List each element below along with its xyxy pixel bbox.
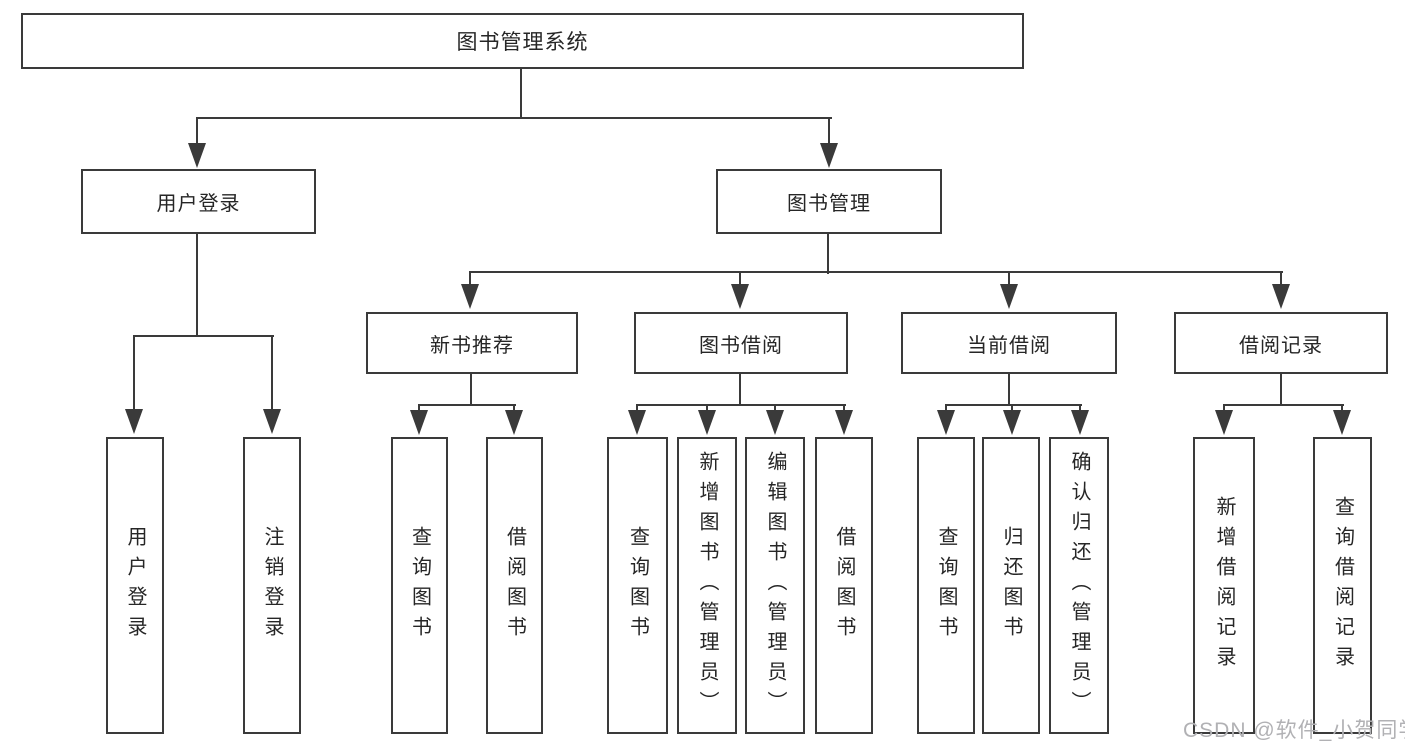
node-label: 图书借阅 bbox=[699, 334, 783, 357]
connector-line bbox=[1280, 374, 1282, 406]
node-leaf-borrowing-query-book: 查询图书 bbox=[607, 437, 668, 734]
connector-line bbox=[1223, 404, 1344, 406]
csdn-watermark: CSDN @软件_小贺同学 bbox=[1183, 719, 1405, 742]
node-label: 借阅记录 bbox=[1239, 334, 1323, 357]
node-label: 图书管理系统 bbox=[456, 31, 589, 54]
node-borrowing-records: 借阅记录 bbox=[1174, 312, 1388, 374]
connector-line bbox=[1008, 374, 1010, 406]
connector-line bbox=[418, 405, 420, 413]
node-label: 借阅图书 bbox=[833, 525, 855, 646]
node-label: 查询借阅记录 bbox=[1331, 495, 1354, 676]
arrow-down-icon bbox=[188, 143, 206, 168]
connector-line bbox=[513, 405, 515, 413]
connector-line bbox=[196, 118, 198, 146]
connector-line bbox=[469, 272, 471, 286]
connector-line bbox=[827, 234, 829, 274]
arrow-down-icon bbox=[1333, 410, 1351, 435]
node-leaf-edit-book-admin: 编辑图书（管理员） bbox=[745, 437, 805, 734]
connector-line bbox=[469, 271, 1283, 273]
connector-line bbox=[196, 117, 832, 119]
node-leaf-query-borrow-record: 查询借阅记录 bbox=[1313, 437, 1372, 734]
arrow-down-icon bbox=[628, 410, 646, 435]
arrow-down-icon bbox=[1003, 410, 1021, 435]
arrow-down-icon bbox=[410, 410, 428, 435]
connector-line bbox=[1011, 405, 1013, 413]
node-library-management-system: 图书管理系统 bbox=[21, 13, 1024, 69]
connector-line bbox=[470, 374, 472, 406]
connector-line bbox=[739, 272, 741, 286]
node-label: 当前借阅 bbox=[967, 334, 1051, 357]
node-label: 用户登录 bbox=[156, 193, 241, 215]
connector-line bbox=[271, 336, 273, 411]
node-book-borrowing: 图书借阅 bbox=[634, 312, 848, 374]
connector-line bbox=[945, 404, 1082, 406]
node-label: 新增借阅记录 bbox=[1213, 495, 1235, 676]
arrow-down-icon bbox=[835, 410, 853, 435]
node-leaf-current-query-book: 查询图书 bbox=[917, 437, 975, 734]
connector-line bbox=[739, 374, 741, 406]
node-leaf-logout: 注销登录 bbox=[243, 437, 301, 734]
connector-line bbox=[828, 118, 830, 146]
connector-line bbox=[1079, 405, 1081, 413]
node-leaf-borrowing-borrow-book: 借阅图书 bbox=[815, 437, 873, 734]
arrow-down-icon bbox=[125, 409, 143, 434]
arrow-down-icon bbox=[1272, 284, 1290, 309]
arrow-down-icon bbox=[263, 409, 281, 434]
node-leaf-user-login: 用户登录 bbox=[106, 437, 164, 734]
node-label: 确认归还（管理员） bbox=[1068, 450, 1090, 721]
node-label: 归还图书 bbox=[1000, 525, 1022, 646]
arrow-down-icon bbox=[1071, 410, 1089, 435]
node-current-borrowing: 当前借阅 bbox=[901, 312, 1117, 374]
connector-line bbox=[1341, 405, 1343, 413]
node-label: 注销登录 bbox=[261, 525, 283, 646]
node-label: 查询图书 bbox=[935, 525, 957, 646]
connector-line bbox=[133, 335, 274, 337]
connector-line bbox=[520, 68, 522, 119]
arrow-down-icon bbox=[698, 410, 716, 435]
node-user-login: 用户登录 bbox=[81, 169, 316, 234]
node-leaf-return-book: 归还图书 bbox=[982, 437, 1040, 734]
arrow-down-icon bbox=[461, 284, 479, 309]
arrow-down-icon bbox=[820, 143, 838, 168]
node-label: 图书管理 bbox=[787, 193, 871, 215]
connector-line bbox=[843, 405, 845, 413]
node-label: 新增图书（管理员） bbox=[696, 450, 718, 721]
arrow-down-icon bbox=[937, 410, 955, 435]
node-leaf-add-borrow-record: 新增借阅记录 bbox=[1193, 437, 1255, 734]
connector-line bbox=[636, 404, 846, 406]
node-leaf-confirm-return-admin: 确认归还（管理员） bbox=[1049, 437, 1109, 734]
node-leaf-recommend-borrow-book: 借阅图书 bbox=[486, 437, 543, 734]
arrow-down-icon bbox=[1215, 410, 1233, 435]
node-label: 借阅图书 bbox=[503, 525, 526, 646]
node-new-book-recommend: 新书推荐 bbox=[366, 312, 578, 374]
node-label: 新书推荐 bbox=[430, 334, 514, 357]
node-leaf-recommend-query-book: 查询图书 bbox=[391, 437, 448, 734]
connector-line bbox=[774, 405, 776, 413]
node-leaf-add-book-admin: 新增图书（管理员） bbox=[677, 437, 737, 734]
arrow-down-icon bbox=[731, 284, 749, 309]
connector-line bbox=[945, 405, 947, 413]
connector-line bbox=[133, 336, 135, 411]
connector-line bbox=[196, 234, 198, 337]
connector-line bbox=[1223, 405, 1225, 413]
node-label: 用户登录 bbox=[124, 525, 146, 646]
node-label: 查询图书 bbox=[626, 525, 649, 646]
arrow-down-icon bbox=[1000, 284, 1018, 309]
arrow-down-icon bbox=[505, 410, 523, 435]
connector-line bbox=[706, 405, 708, 413]
node-label: 编辑图书（管理员） bbox=[764, 450, 786, 721]
connector-line bbox=[418, 404, 516, 406]
node-book-management: 图书管理 bbox=[716, 169, 942, 234]
connector-line bbox=[636, 405, 638, 413]
connector-line bbox=[1008, 272, 1010, 286]
node-label: 查询图书 bbox=[408, 525, 431, 646]
arrow-down-icon bbox=[766, 410, 784, 435]
connector-line bbox=[1280, 272, 1282, 286]
